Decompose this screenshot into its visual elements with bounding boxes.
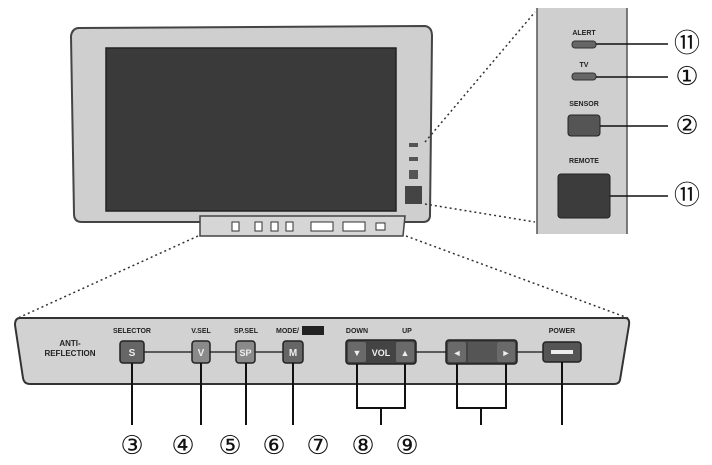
volume-down-button[interactable]: ▼ — [348, 342, 366, 362]
strip-button — [310, 221, 334, 232]
callout-9: ⑨ — [395, 431, 418, 461]
strip-button — [285, 221, 294, 232]
spsel-label: SP.SEL — [234, 328, 259, 335]
spsel-button[interactable]: SP — [235, 340, 256, 364]
sensor-window — [567, 114, 601, 137]
remote-label: REMOTE — [569, 158, 599, 165]
selector-button[interactable]: S — [119, 340, 145, 364]
selector-label: SELECTOR — [113, 328, 151, 335]
up-label: UP — [402, 328, 412, 335]
detail-leader-lines — [596, 43, 668, 197]
monitor-front-view — [69, 24, 434, 237]
control-bar — [13, 317, 631, 385]
spsel-button-text: SP — [239, 348, 251, 358]
down-label: DOWN — [346, 328, 368, 335]
strip-button — [270, 221, 279, 232]
alert-label: ALERT — [572, 30, 596, 37]
strip-button — [231, 221, 240, 232]
bottom-callouts: ③ ④ ⑤ ⑥ ⑦ ⑧ ⑨ — [120, 431, 418, 461]
mode-button-text: M — [289, 348, 297, 359]
power-bar-icon — [551, 350, 573, 354]
right-button[interactable]: ► — [497, 342, 515, 362]
mode-label: MODE/ — [276, 328, 299, 335]
vol-label: VOL — [372, 348, 391, 358]
volume-up-button[interactable]: ▲ — [396, 342, 414, 362]
callout-11-remote: ⑪ — [674, 181, 700, 211]
tv-indicator — [571, 72, 597, 81]
right-arrow: ► — [502, 348, 511, 358]
volume-up-arrow: ▲ — [401, 348, 410, 358]
monitor-control-strip — [199, 215, 406, 237]
callout-3: ③ — [120, 431, 143, 461]
strip-button — [375, 222, 386, 231]
sensor-small — [409, 170, 418, 179]
control-bar-detail: ANTI- REFLECTION SELECTOR S V.SEL V SP.S… — [13, 317, 631, 385]
vsel-label: V.SEL — [191, 328, 211, 335]
zoom-lines — [17, 11, 629, 319]
callout-8: ⑧ — [351, 431, 374, 461]
anti-reflection-label-2: REFLECTION — [44, 349, 95, 358]
remote-sensor-small — [405, 186, 422, 204]
callout-5: ⑤ — [218, 431, 241, 461]
side-detail-panel: ALERT TV SENSOR REMOTE ⑪ ① ② ⑪ — [536, 8, 700, 234]
callout-4: ④ — [171, 431, 194, 461]
vsel-button[interactable]: V — [191, 340, 211, 364]
volume-down-arrow: ▼ — [353, 348, 362, 358]
remote-sensor-window — [557, 173, 611, 219]
sensor-label: SENSOR — [569, 101, 599, 108]
channel-center — [468, 342, 497, 362]
callout-1-tv: ① — [675, 62, 698, 92]
anti-reflection-label-1: ANTI- — [59, 339, 81, 348]
power-label: POWER — [549, 328, 575, 335]
vsel-button-text: V — [198, 348, 205, 359]
bottom-leader-lines — [131, 362, 563, 425]
callout-6: ⑥ — [262, 431, 285, 461]
strip-button — [342, 221, 366, 232]
strip-button — [254, 221, 263, 232]
callout-11-alert: ⑪ — [674, 29, 700, 59]
alert-led-small — [409, 143, 418, 147]
power-button[interactable] — [542, 341, 582, 363]
mode-button[interactable]: M — [282, 340, 304, 364]
selector-button-text: S — [129, 348, 136, 359]
left-arrow: ◄ — [453, 348, 462, 358]
monitor-screen — [105, 47, 397, 212]
callout-2-sensor: ② — [675, 111, 698, 141]
tv-led-small — [409, 157, 418, 161]
alert-indicator — [571, 40, 597, 49]
mode-label-highlight — [302, 326, 324, 335]
left-button[interactable]: ◄ — [448, 342, 466, 362]
callout-7: ⑦ — [306, 431, 329, 461]
tv-label: TV — [580, 62, 589, 69]
